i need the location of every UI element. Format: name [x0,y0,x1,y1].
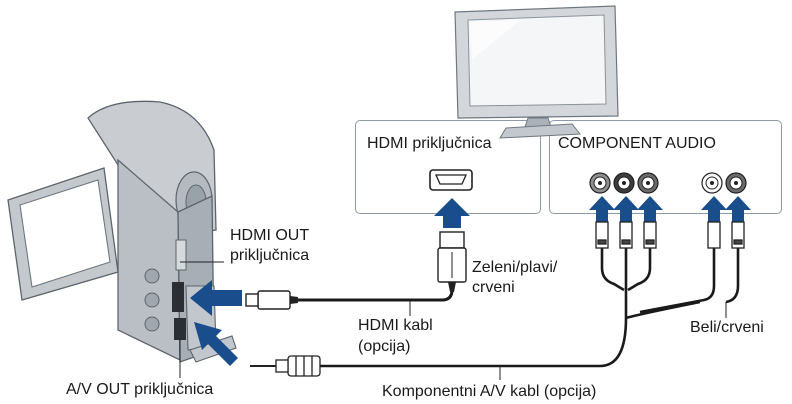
hdmi-port-icon [429,169,473,191]
hdmi-jack-label: HDMI priključnica [367,135,492,152]
arrow-up-rca-1 [589,196,615,222]
label-leaders [179,261,727,378]
arrow-up-rca-3 [637,196,663,222]
rca-plugs-icon [595,221,745,249]
component-audio-panel [549,120,782,214]
component-av-cable [320,248,740,368]
hdmi-cable-label-line2: (opcija) [358,338,411,355]
tv-icon [454,5,619,139]
arrow-up-hdmi [434,198,470,228]
green-blue-red-label-line2: crveni [472,279,515,296]
arrow-up-rca-2 [613,196,639,222]
hdmi-cable [245,231,467,316]
mini-plug-icon [250,355,501,380]
arrow-diag-av-out [194,322,238,366]
rca-jacks-icon [589,172,747,194]
av-out-jack-label: A/V OUT priključnica [66,381,214,398]
camcorder-icon [7,100,237,363]
hdmi-out-label-line1: HDMI OUT [230,227,310,244]
hdmi-out-label-line2: priključnica [230,247,310,264]
hdmi-cable-label-line1: HDMI kabl [358,317,433,334]
arrow-left-hdmi-out [190,280,242,316]
arrow-up-rca-4 [701,196,727,222]
connection-arrows [190,196,751,366]
white-red-label: Beli/crveni [690,319,764,336]
arrow-up-rca-5 [725,196,751,222]
component-av-cable-label: Komponentni A/V kabl (opcija) [382,383,597,400]
component-audio-label: COMPONENT AUDIO [558,135,716,152]
green-blue-red-label-line1: Zeleni/plavi/ [472,259,558,276]
